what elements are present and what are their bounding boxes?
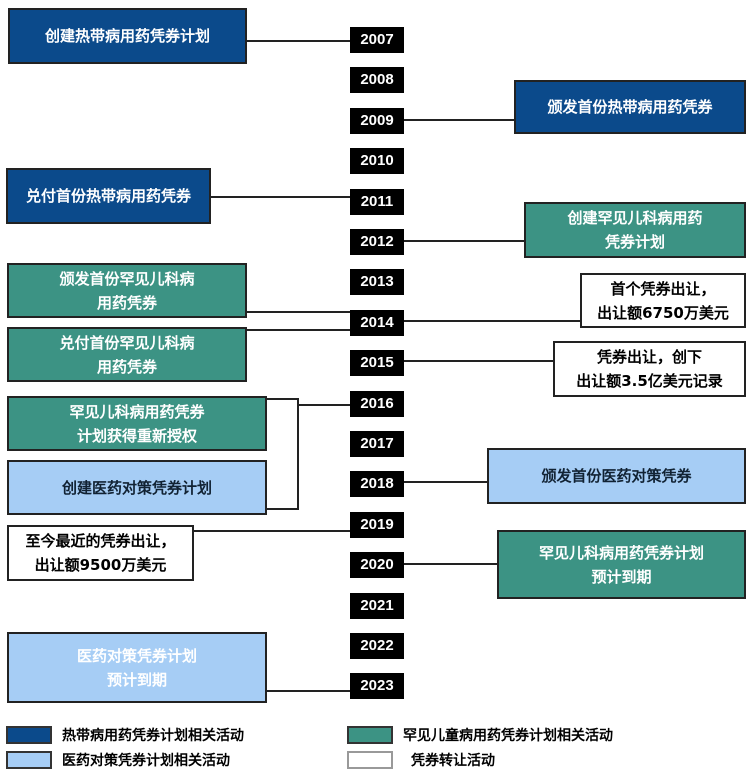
connector [266,508,298,510]
year-marker: 2007 [350,27,404,53]
year-marker: 2013 [350,269,404,296]
legend-label: 凭券转让活动 [411,753,495,769]
event-text: 创建医药对策凭券计划 [61,478,212,497]
connector [404,360,554,362]
event-text: 颁发首份热带病用药凭券 [547,98,713,116]
event-text: 颁发首份医药对策凭券 [541,467,692,485]
event-text: 计划获得重新授权 [76,426,197,445]
year-marker: 2012 [350,229,404,255]
connector [404,320,580,322]
event-text: 罕见儿科病用药凭券 [69,402,205,421]
event-text: 至今最近的凭券出让， [25,532,176,550]
event-text: 颁发首份罕见儿科病 [59,269,195,288]
legend-label: 罕见儿童病用药凭券计划相关活动 [403,728,613,744]
connector [246,329,350,331]
legend-item: 凭券转让活动 [347,750,495,770]
year-marker: 2016 [350,390,404,417]
event-box: 颁发首份热带病用药凭券 [514,80,746,134]
event-text: 凭券计划 [604,233,665,251]
year-marker: 2022 [350,633,404,659]
event-text: 预计到期 [106,670,167,689]
legend-label: 医药对策凭券计划相关活动 [62,753,230,769]
legend-item: 医药对策凭券计划相关活动 [6,750,230,770]
event-text: 用药凭券 [96,293,157,312]
connector [404,481,488,483]
event-text: 出让额6750万美元 [597,303,729,322]
connector [246,40,350,42]
connector [404,240,524,242]
event-box: 颁发首份罕见儿科病用药凭券 [7,263,247,318]
legend-label: 热带病用药凭券计划相关活动 [62,728,244,744]
connector [298,404,350,406]
year-marker: 2018 [350,471,404,498]
event-text: 出让额3.5亿美元记录 [576,372,723,390]
connector [210,196,350,198]
year-marker: 2017 [350,431,404,457]
legend-swatch [6,726,52,744]
year-marker: 2019 [350,511,404,538]
event-text: 创建热带病用药凭券计划 [44,27,210,45]
bracket [297,398,299,510]
connector [266,690,350,692]
event-box: 兑付首份罕见儿科病用药凭券 [7,327,247,382]
legend-item: 罕见儿童病用药凭券计划相关活动 [347,725,613,745]
event-text: 用药凭券 [96,357,157,376]
event-box: 颁发首份医药对策凭券 [487,448,746,504]
connector [246,311,350,313]
event-text: 预计到期 [591,567,652,586]
event-box: 医药对策凭券计划预计到期 [7,632,267,703]
legend-swatch [347,751,393,769]
event-box: 至今最近的凭券出让， 出让额9500万美元 [7,525,194,581]
year-marker: 2010 [350,148,404,175]
event-text: 首个凭券出让， [610,279,716,298]
year-marker: 2014 [350,309,404,336]
event-text: 兑付首份罕见儿科病 [59,333,195,352]
legend-item: 热带病用药凭券计划相关活动 [6,725,244,745]
year-marker: 2009 [350,107,404,134]
event-box: 罕见儿科病用药凭券计划预计到期 [497,530,746,599]
year-marker: 2023 [350,673,404,700]
legend-swatch [347,726,393,744]
legend-swatch [6,751,52,769]
year-marker: 2015 [350,350,404,377]
event-text: 医药对策凭券计划 [76,646,197,665]
event-text: 兑付首份热带病用药凭券 [25,187,191,205]
event-box: 首个凭券出让， 出让额6750万美元 [580,273,746,328]
event-box: 兑付首份热带病用药凭券 [6,168,211,224]
event-box: 创建热带病用药凭券计划 [8,8,247,64]
event-box: 创建医药对策凭券计划 [7,460,267,515]
connector [404,563,498,565]
event-text: 创建罕见儿科病用药 [567,209,703,227]
year-marker: 2011 [350,188,404,215]
event-text: 出让额9500万美元 [34,556,167,574]
event-box: 罕见儿科病用药凭券计划获得重新授权 [7,396,267,451]
connector [266,398,298,400]
year-marker: 2021 [350,592,404,619]
year-marker: 2008 [350,67,404,94]
event-box: 创建罕见儿科病用药凭券计划 [524,202,746,258]
connector [193,530,350,532]
connector [404,119,514,121]
event-text: 凭券出让，创下 [596,348,702,366]
event-text: 罕见儿科病用药凭券计划 [538,543,704,562]
year-marker: 2020 [350,552,404,579]
event-box: 凭券出让，创下出让额3.5亿美元记录 [553,341,746,397]
